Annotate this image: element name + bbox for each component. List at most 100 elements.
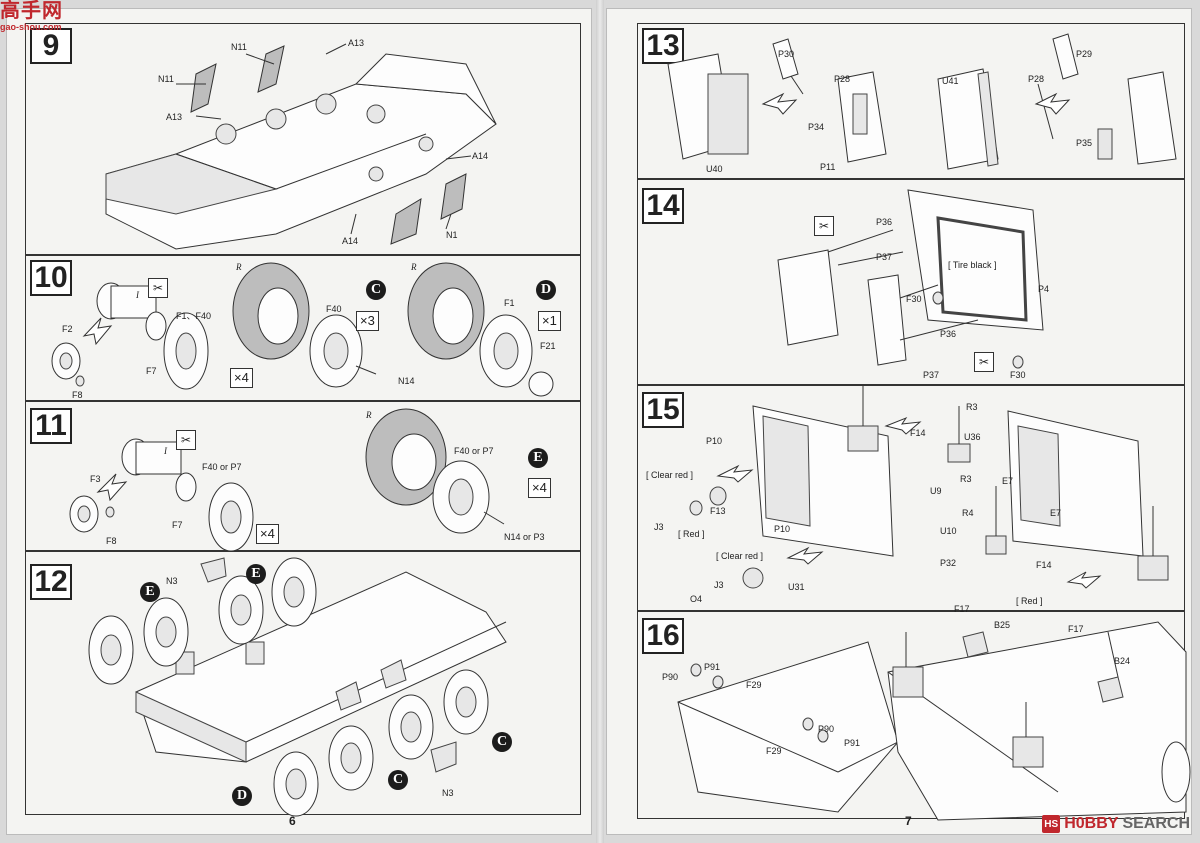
page-number-left: 6 bbox=[289, 814, 296, 828]
label-n3: N3 bbox=[166, 576, 178, 586]
label-f2: F2 bbox=[62, 324, 73, 334]
label-a13-b: A13 bbox=[166, 112, 183, 122]
hobby-search-watermark: HS H0BBY SEARCH bbox=[1042, 815, 1190, 833]
red-note: [ Red ] bbox=[678, 529, 705, 539]
label-a13-a: A13 bbox=[348, 38, 365, 48]
label-f8: F8 bbox=[72, 390, 83, 400]
watermark-url-text: gao-shou.com bbox=[0, 22, 62, 32]
multiplier: ×1 bbox=[538, 311, 561, 331]
label-f21: F21 bbox=[540, 341, 556, 351]
page-number-right: 7 bbox=[905, 814, 912, 828]
label-p28: P28 bbox=[834, 74, 851, 84]
multiplier: ×4 bbox=[528, 478, 551, 498]
step-13-panel: 13 P30 P28 U41 P28 P29 P bbox=[637, 23, 1185, 179]
tire-black-note: [ Tire black ] bbox=[948, 260, 997, 270]
step-number: 11 bbox=[30, 408, 72, 444]
label-j3: J3 bbox=[654, 522, 664, 532]
step-number: 10 bbox=[30, 260, 72, 296]
label-p36: P36 bbox=[876, 217, 893, 227]
right-page: 13 P30 P28 U41 P28 P29 P bbox=[606, 8, 1192, 835]
clear-red-note: [ Clear red ] bbox=[646, 470, 694, 480]
rear-panel-diagram bbox=[777, 189, 1044, 369]
label-p91: P91 bbox=[704, 662, 721, 672]
multiplier: ×4 bbox=[230, 368, 253, 388]
step-10-panel: 10 ✂ I F2 F8 F7 F1、F40 F40 bbox=[25, 255, 581, 401]
label-f13: F13 bbox=[710, 506, 726, 516]
label-f40-or-p7-b: F40 or P7 bbox=[454, 446, 494, 456]
clear-red-note-b: [ Clear red ] bbox=[716, 551, 764, 561]
label-f30-b: F30 bbox=[1010, 370, 1026, 380]
label-p10-b: P10 bbox=[774, 524, 791, 534]
wheel-set-rear bbox=[273, 669, 489, 817]
glue-tool-icon: ✂ bbox=[814, 216, 834, 236]
label-p91-b: P91 bbox=[844, 738, 861, 748]
label-n11-a: N11 bbox=[158, 74, 174, 84]
label-f40-or-p7: F40 or P7 bbox=[202, 462, 242, 472]
label-f17: F17 bbox=[954, 604, 970, 614]
light-assembly-diagram bbox=[689, 386, 1169, 589]
step-number: 16 bbox=[642, 618, 684, 654]
label-a14-b: A14 bbox=[342, 236, 359, 246]
label-b24: B24 bbox=[1114, 656, 1131, 666]
label-u10: U10 bbox=[940, 526, 957, 536]
step-number: 13 bbox=[642, 28, 684, 64]
label-n1: N1 bbox=[446, 230, 458, 240]
site-watermark-logo: 高手网 gao-shou.com bbox=[0, 0, 63, 34]
step-number: 15 bbox=[642, 392, 684, 428]
label-e7: E7 bbox=[1002, 476, 1014, 486]
label-e7-b: E7 bbox=[1050, 508, 1062, 518]
book-gutter bbox=[596, 0, 604, 843]
label-p37: P37 bbox=[876, 252, 893, 262]
badge-d: D bbox=[536, 280, 556, 300]
label-n11-b: N11 bbox=[231, 42, 247, 52]
step-number: 9 bbox=[30, 28, 72, 64]
label-p29: P29 bbox=[1076, 49, 1093, 59]
label-p90: P90 bbox=[662, 672, 679, 682]
tire-mark-r: R bbox=[411, 262, 417, 272]
badge-c: C bbox=[492, 732, 512, 752]
step-9-panel: 9 N11 bbox=[25, 23, 581, 255]
badge-e: E bbox=[246, 564, 266, 584]
label-p34: P34 bbox=[808, 122, 825, 132]
label-f30: F30 bbox=[906, 294, 922, 304]
label-p36-b: P36 bbox=[940, 329, 957, 339]
label-p90-b: P90 bbox=[818, 724, 835, 734]
step-14-panel: 14 ✂ ✂ P36 P37 [ Tire black ] P4 F30 P36… bbox=[637, 179, 1185, 385]
inner-mark: I bbox=[136, 290, 139, 300]
tire-mark-r: R bbox=[366, 410, 372, 420]
badge-e: E bbox=[528, 448, 548, 468]
label-n14-or-p3: N14 or P3 bbox=[504, 532, 545, 542]
badge-e: E bbox=[140, 582, 160, 602]
badge-d: D bbox=[232, 786, 252, 806]
label-u40: U40 bbox=[706, 164, 723, 174]
label-f3: F3 bbox=[90, 474, 101, 484]
inner-mark: I bbox=[164, 446, 167, 456]
label-p28-b: P28 bbox=[1028, 74, 1045, 84]
step-number: 12 bbox=[30, 564, 72, 600]
badge-c: C bbox=[388, 770, 408, 790]
label-p11: P11 bbox=[820, 162, 836, 172]
label-n14: N14 bbox=[398, 376, 415, 386]
red-note-b: [ Red ] bbox=[1016, 596, 1043, 606]
watermark-search: SEARCH bbox=[1122, 815, 1190, 832]
glue-tool-icon: ✂ bbox=[176, 430, 196, 450]
label-f1-f40: F1、F40 bbox=[176, 311, 212, 321]
wheel-assembly-diagram-alt bbox=[69, 408, 505, 552]
label-p37-b: P37 bbox=[923, 370, 940, 380]
label-u31: U31 bbox=[788, 582, 805, 592]
tire-mark-r: R bbox=[236, 262, 242, 272]
step-12-panel: 12 bbox=[25, 551, 581, 817]
label-f29-b: F29 bbox=[766, 746, 782, 756]
wheel-set-front bbox=[88, 557, 317, 685]
label-p30: P30 bbox=[778, 49, 795, 59]
step-15-panel: 15 P10 bbox=[637, 385, 1185, 611]
label-p35: P35 bbox=[1076, 138, 1093, 148]
left-page: 9 N11 bbox=[6, 8, 592, 835]
label-f14-b: F14 bbox=[1036, 560, 1052, 570]
label-f40: F40 bbox=[326, 304, 342, 314]
glue-tool-icon: ✂ bbox=[148, 278, 168, 298]
label-f29: F29 bbox=[746, 680, 762, 690]
label-f17-b: F17 bbox=[1068, 624, 1084, 634]
label-r3: R3 bbox=[966, 402, 978, 412]
